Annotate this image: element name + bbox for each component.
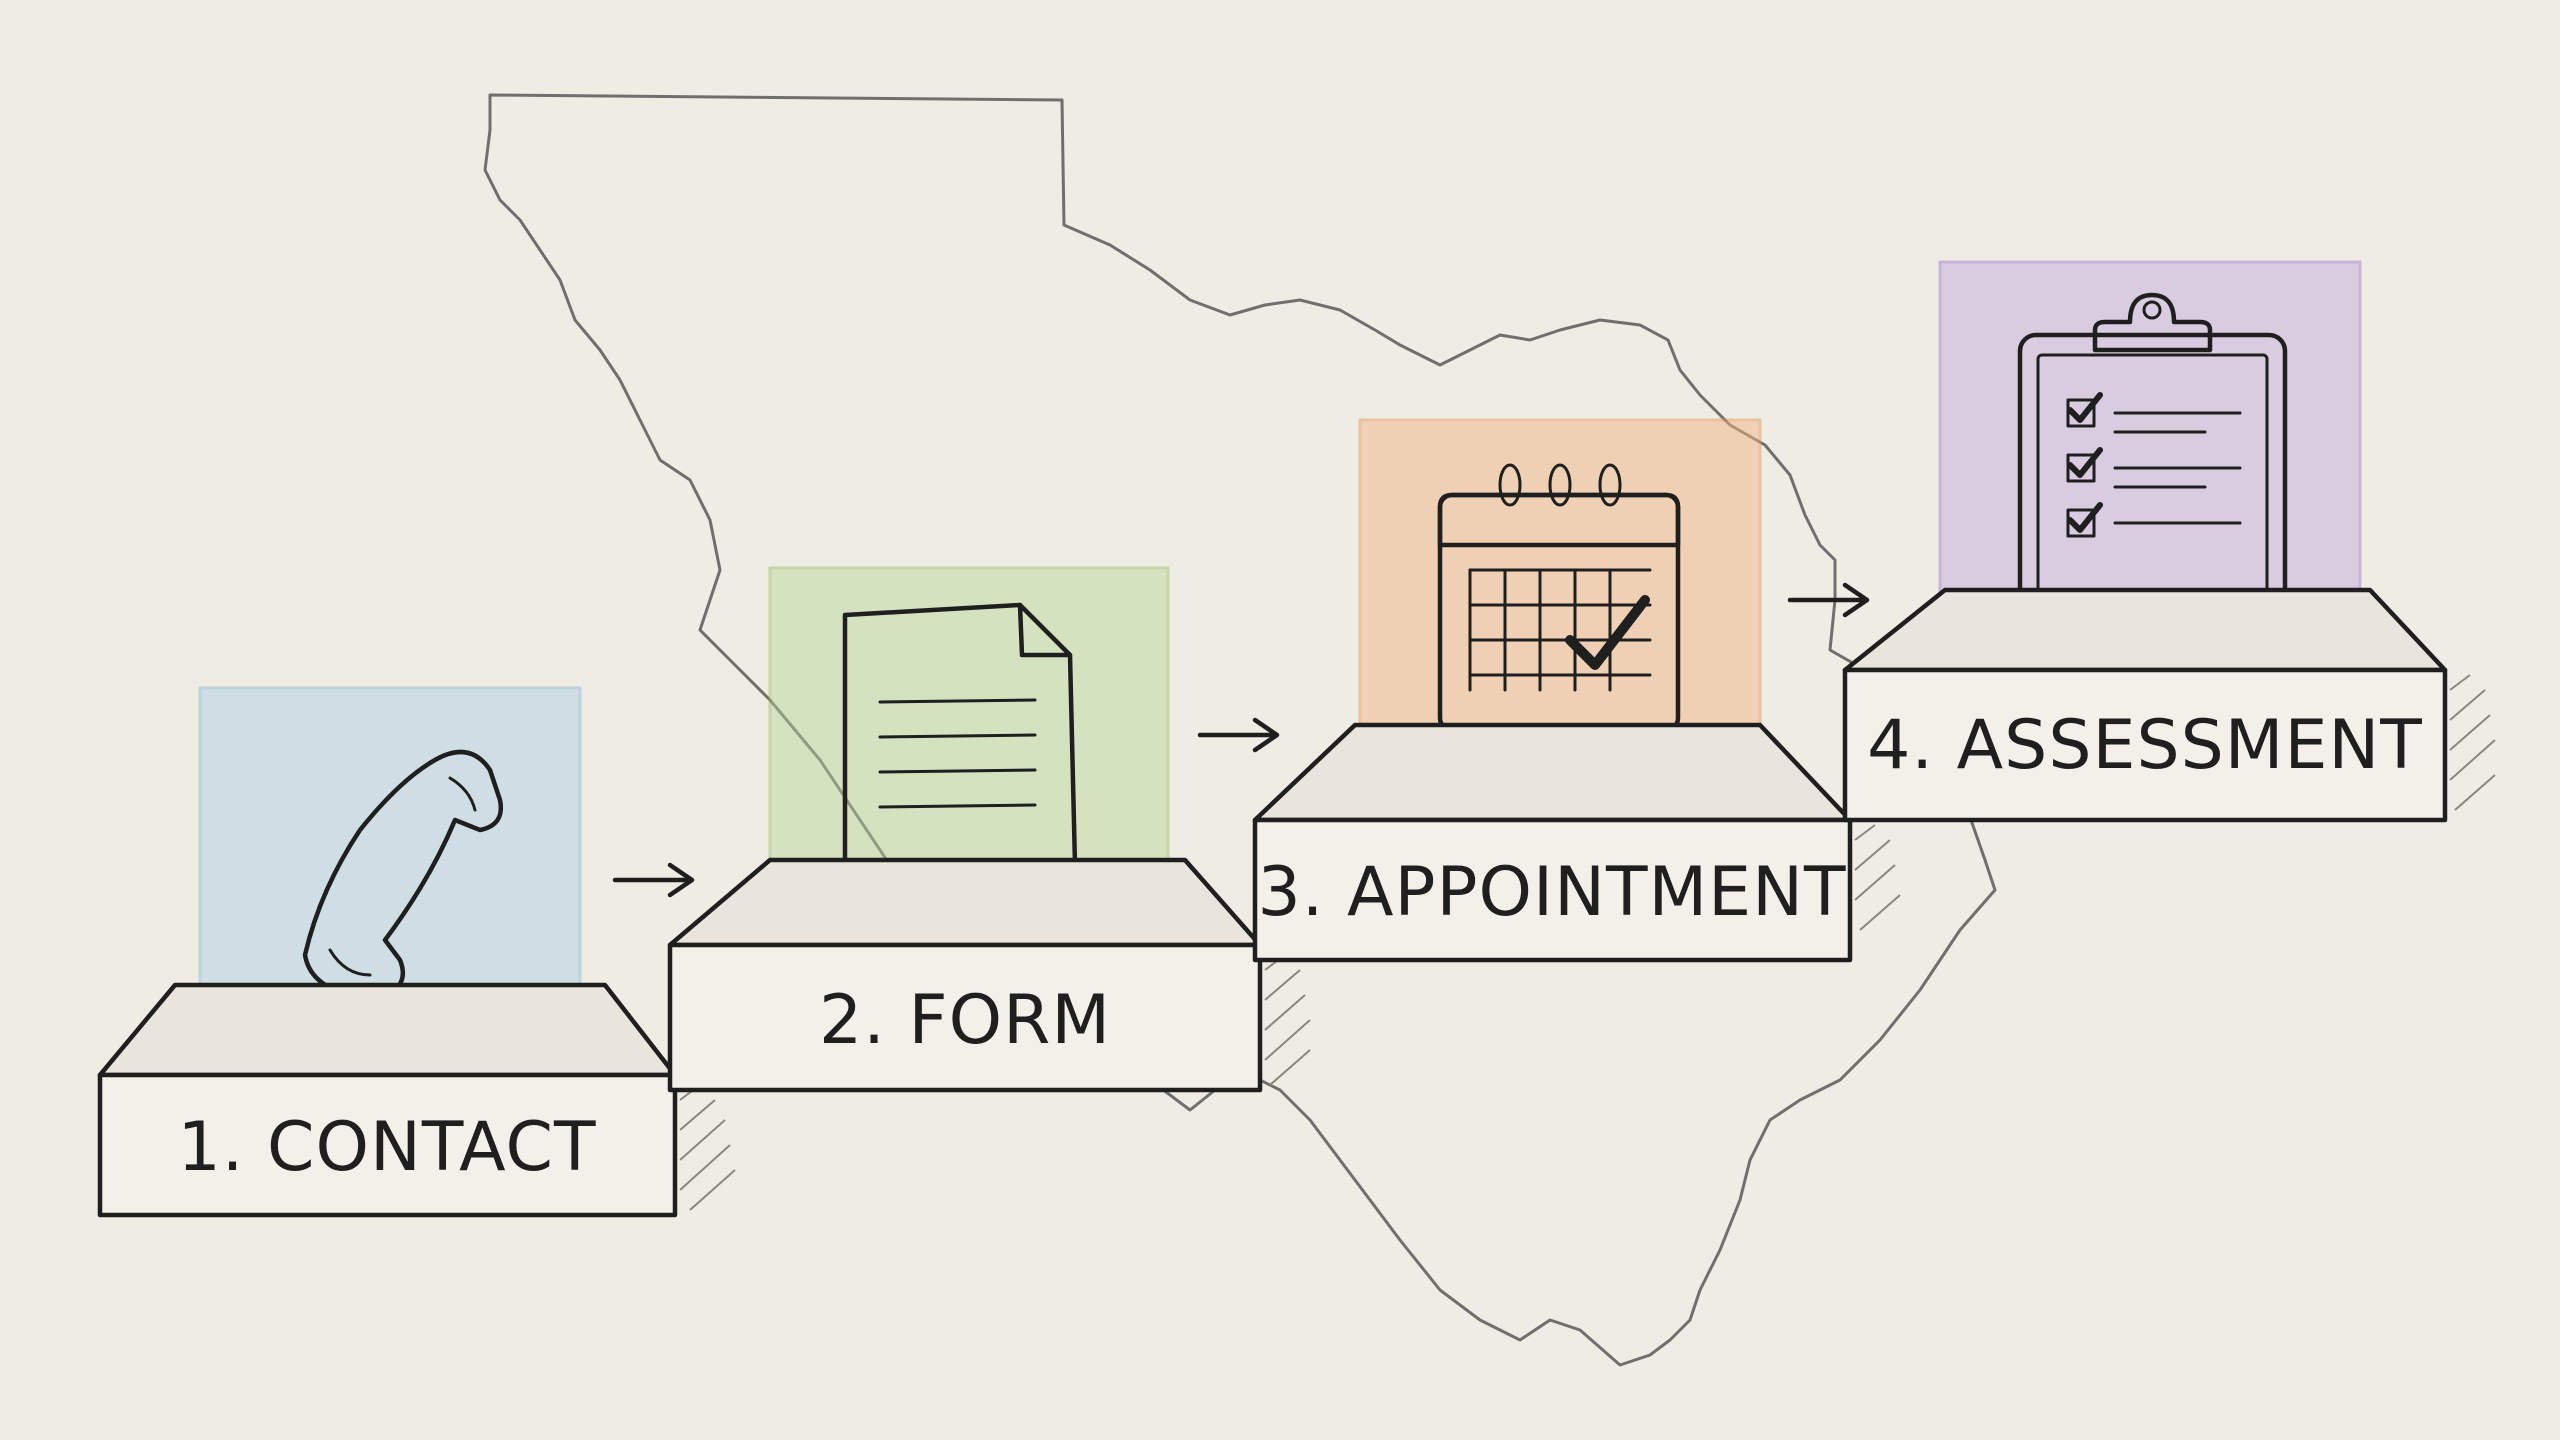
- contact-box: [97, 1072, 678, 1218]
- step-contact: 1. CONTACT: [97, 686, 736, 1218]
- step-assessment: 4. ASSESSMENT: [1842, 260, 2496, 823]
- contact-color-panel: [198, 686, 582, 1035]
- appointment-box-shadow: [1854, 824, 1901, 931]
- arrow-1-icon: [612, 862, 695, 898]
- step-label-assessment: 4. ASSESSMENT: [1867, 706, 2423, 785]
- step-label-contact: 1. CONTACT: [178, 1108, 597, 1187]
- appointment-box-top: [1252, 722, 1853, 823]
- calendar-icon: [1437, 463, 1681, 733]
- form-color-panel: [768, 566, 1170, 912]
- check-icon: [1565, 595, 1650, 670]
- appointment-box: [1252, 817, 1853, 963]
- assessment-box-top: [1842, 587, 2448, 673]
- form-box: [667, 942, 1263, 1093]
- step-form: 2. FORM: [667, 566, 1311, 1093]
- contact-box-shadow: [679, 1084, 736, 1211]
- form-box-top: [667, 857, 1263, 948]
- assessment-box-shadow: [2449, 674, 2496, 811]
- arrow-3-icon: [1787, 582, 1870, 618]
- state-outline-map: [483, 93, 1997, 1367]
- arrow-2-icon: [1197, 717, 1280, 753]
- appointment-color-panel: [1358, 418, 1762, 772]
- step-label-form: 2. FORM: [819, 981, 1111, 1060]
- step-label-appointment: 3. APPOINTMENT: [1257, 853, 1846, 932]
- contact-box-top: [97, 982, 678, 1078]
- form-box-shadow: [1264, 954, 1311, 1086]
- document-icon: [842, 602, 1078, 878]
- assessment-color-panel: [1938, 260, 2362, 639]
- step-appointment: 3. APPOINTMENT: [1252, 418, 1901, 963]
- assessment-box: [1842, 667, 2448, 823]
